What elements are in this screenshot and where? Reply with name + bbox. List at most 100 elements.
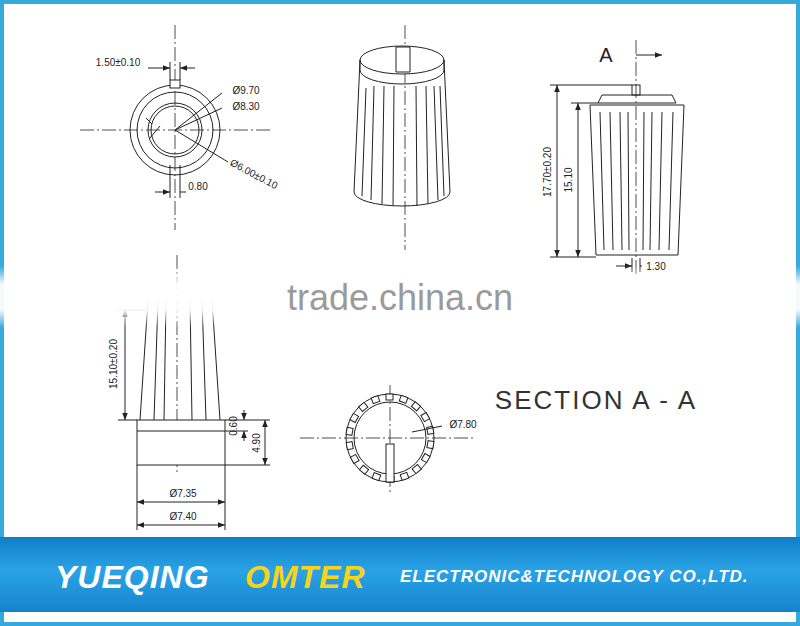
section-view-part xyxy=(118,420,137,421)
dimension-text: Ø7.40 xyxy=(169,511,196,522)
section-view-part xyxy=(225,465,270,466)
side-view-part xyxy=(600,112,604,250)
section-a-a-part-part xyxy=(350,454,359,463)
side-view-part xyxy=(650,112,652,250)
side-view-part xyxy=(557,250,558,257)
side-view-part xyxy=(578,103,579,110)
section-a-a-part-part xyxy=(421,454,430,463)
section-view-part xyxy=(137,420,225,465)
section-a-a-part xyxy=(300,438,475,439)
section-view-part xyxy=(217,525,225,526)
section-a-a-part xyxy=(386,444,394,482)
brand-name: OMTER xyxy=(245,561,366,593)
top-view-part xyxy=(170,165,171,198)
side-view-part xyxy=(636,40,637,275)
side-view-part xyxy=(550,85,632,86)
section-a-a-part-part xyxy=(350,413,359,422)
section-title: SECTION A - A xyxy=(495,386,697,415)
top-view-part xyxy=(170,62,171,80)
side-view xyxy=(550,40,684,275)
section-a-a-part-part xyxy=(412,465,421,474)
dimension-text: 0.80 xyxy=(188,181,207,192)
knob-isometric-part xyxy=(360,46,444,74)
top-view-part xyxy=(180,62,181,80)
top-view-part xyxy=(148,68,170,69)
section-view-part xyxy=(244,431,245,441)
side-view-part xyxy=(571,103,598,104)
top-view xyxy=(80,25,270,230)
section-view-part xyxy=(137,465,138,530)
knob-isometric-part xyxy=(371,86,374,200)
top-view-part xyxy=(180,192,186,193)
section-a-a-part-part xyxy=(359,465,368,474)
side-view-part xyxy=(628,112,629,250)
dimension-text: 1.30 xyxy=(646,261,665,272)
knob-isometric-part xyxy=(393,86,394,206)
knob-isometric-part xyxy=(444,60,450,192)
section-a-a-part-part xyxy=(372,473,381,481)
section-view-part xyxy=(137,502,145,503)
company-name: YUEQING xyxy=(55,561,210,593)
section-a-a-part-part xyxy=(421,413,430,422)
side-view-part xyxy=(659,112,662,250)
dimension-text: 4.90 xyxy=(251,433,262,452)
dimension-text: Ø8.30 xyxy=(232,101,259,112)
section-view-part xyxy=(145,502,217,503)
section-a-a-part-part xyxy=(427,441,434,449)
section-a-a-part-part xyxy=(371,396,380,404)
section-a-a-part xyxy=(346,394,434,482)
section-view-part xyxy=(137,525,145,526)
section-a-a-part xyxy=(346,394,434,482)
section-a-a-part-part xyxy=(386,394,393,400)
watermark-band xyxy=(0,266,800,328)
section-view-part xyxy=(217,502,225,503)
side-view-part xyxy=(669,112,673,250)
knob-isometric-part xyxy=(396,47,410,72)
section-view-part xyxy=(125,318,126,412)
knob-isometric-part xyxy=(362,88,366,196)
dimension-text: 15.10 xyxy=(563,167,574,192)
side-view-part xyxy=(632,85,640,95)
section-view-part xyxy=(244,410,245,420)
section-a-a-part-part xyxy=(411,402,420,411)
top-view-part xyxy=(146,118,160,138)
section-a-a-part-part xyxy=(400,472,409,480)
side-view-part xyxy=(578,250,579,257)
knob-isometric-part xyxy=(354,192,450,206)
company-banner: YUEQING OMTER ELECTRONIC&TECHNOLOGY CO.,LT… xyxy=(0,537,800,612)
side-view-part xyxy=(557,92,558,250)
top-view-part xyxy=(180,68,195,69)
section-a-a-part-part xyxy=(346,442,353,450)
section-view-part xyxy=(265,457,266,465)
knob-isometric-part xyxy=(382,86,384,204)
section-view-part xyxy=(265,428,266,457)
dimension-text: Ø9.70 xyxy=(232,85,259,96)
dimension-text: 15.10±0.20 xyxy=(108,339,119,389)
section-view-part xyxy=(145,525,217,526)
section-a-a xyxy=(300,385,475,495)
top-view-part xyxy=(155,192,170,193)
company-type: ELECTRONIC&TECHNOLOGY CO.,LTD. xyxy=(400,568,749,585)
knob-isometric xyxy=(354,25,450,250)
dimension-text: 1.50±0.10 xyxy=(96,57,140,68)
top-view-part xyxy=(170,80,180,88)
knob-isometric-part xyxy=(426,86,428,204)
side-view-part xyxy=(557,85,558,92)
side-view-part xyxy=(643,112,644,250)
section-view-part xyxy=(225,465,226,530)
section-a-a-part-part xyxy=(399,395,408,403)
dimension-text: Ø7.35 xyxy=(169,488,196,499)
knob-isometric-part xyxy=(440,86,444,196)
dimension-text: Ø6.00±0.10 xyxy=(228,157,279,191)
section-view-part xyxy=(125,412,126,420)
dimension-text: 0.60 xyxy=(228,416,239,435)
side-view-part xyxy=(590,105,684,255)
section-mark: A xyxy=(599,44,612,66)
knob-isometric-part xyxy=(416,86,417,206)
dimension-text: Ø7.80 xyxy=(449,419,476,430)
side-view-part xyxy=(636,55,662,56)
dimension-text: 17.70±0.20 xyxy=(542,147,553,197)
top-view-part xyxy=(175,25,176,230)
top-view-part xyxy=(175,130,228,162)
